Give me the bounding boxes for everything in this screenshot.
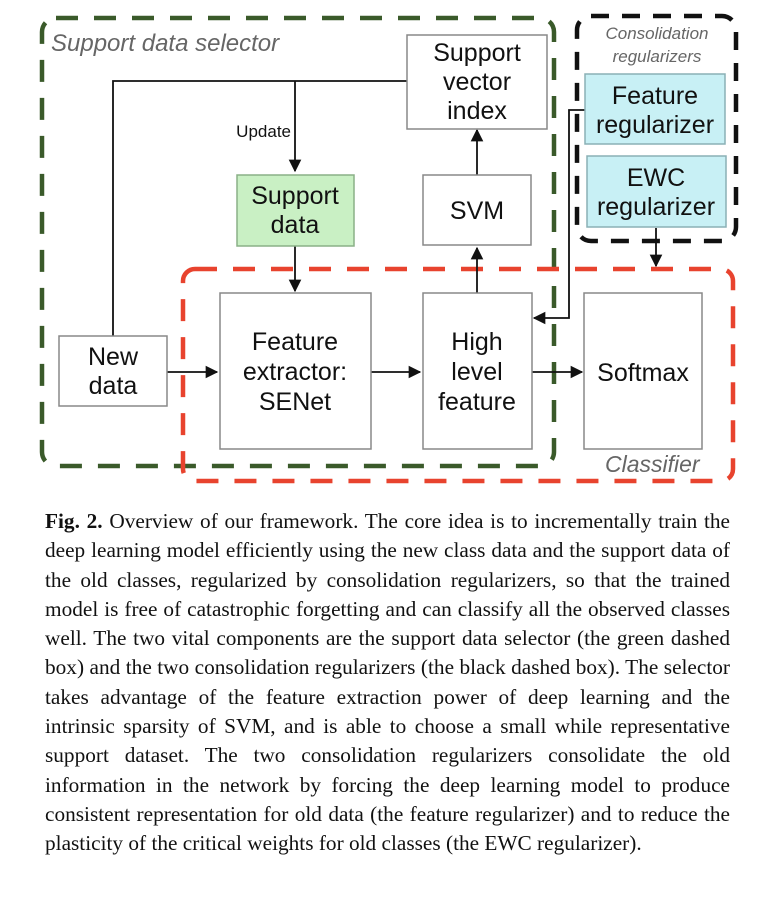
update-label: Update <box>236 122 291 141</box>
softmax-box: Softmax <box>583 292 703 450</box>
box-text: regularizer <box>597 193 715 221</box>
box-text: feature <box>438 388 516 416</box>
box-text: SVM <box>450 197 504 225</box>
framework-diagram: Support data selector Classifier Consoli… <box>39 13 739 484</box>
box-text: extractor: <box>243 358 347 386</box>
high-level-feature-box: High level feature <box>422 292 533 450</box>
box-text: vector <box>443 68 511 96</box>
caption-text: Overview of our framework. The core idea… <box>45 509 730 856</box>
box-text: regularizer <box>596 111 714 139</box>
edge-newdata-to-svindex <box>112 80 407 336</box>
box-text: Support <box>251 182 339 210</box>
figure-number: Fig. 2. <box>45 509 103 533</box>
svm-box: SVM <box>422 174 532 246</box>
support-data-selector-group <box>39 15 557 469</box>
consolidation-label-line2: regularizers <box>613 47 702 66</box>
box-text: High <box>451 328 502 356</box>
edge-featurereg-to-highlevel <box>532 109 585 325</box>
support-vector-index-box: Support vector index <box>406 34 548 130</box>
box-text: data <box>271 211 320 239</box>
box-text: Feature <box>612 82 698 110</box>
box-text: SENet <box>259 388 331 416</box>
box-text: level <box>451 358 502 386</box>
box-text: EWC <box>627 164 685 192</box>
box-text: Softmax <box>597 359 689 387</box>
box-text: Support <box>433 39 521 67</box>
consolidation-label-line1: Consolidation <box>605 24 708 43</box>
box-text: data <box>89 372 138 400</box>
box-text: Feature <box>252 328 338 356</box>
support-data-selector-label: Support data selector <box>51 30 280 57</box>
box-text: New <box>88 343 139 371</box>
new-data-box: New data <box>58 335 168 407</box>
box-text: index <box>447 97 507 125</box>
ewc-regularizer-box: EWC regularizer <box>586 155 727 228</box>
feature-extractor-box: Feature extractor: SENet <box>219 292 372 450</box>
figure-caption: Fig. 2. Overview of our framework. The c… <box>45 507 730 859</box>
feature-regularizer-box: Feature regularizer <box>584 73 726 145</box>
support-data-box: Support data <box>236 174 355 247</box>
classifier-label: Classifier <box>605 451 701 477</box>
